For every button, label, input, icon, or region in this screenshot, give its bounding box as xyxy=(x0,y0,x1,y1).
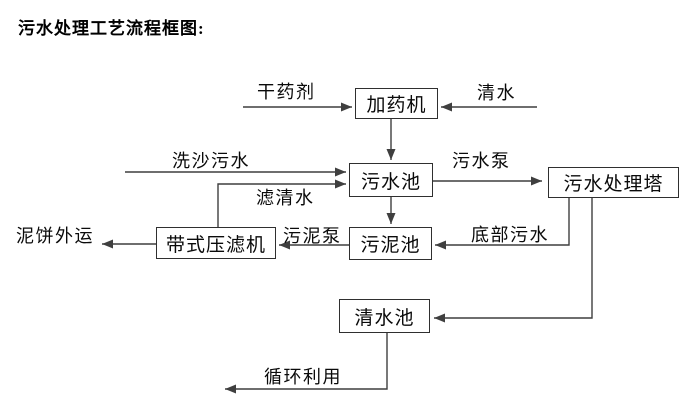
label-mud-cake-out: 泥饼外运 xyxy=(16,226,94,246)
label-clean-water: 清水 xyxy=(477,83,516,103)
label-bottom-sewage: 底部污水 xyxy=(471,225,549,245)
label-recycle: 循环利用 xyxy=(264,367,342,387)
label-sewage-pump: 污水泵 xyxy=(452,151,511,171)
node-belt-filter-press: 带式压滤机 xyxy=(156,227,276,259)
node-sewage-pool: 污水池 xyxy=(349,163,433,197)
node-sludge-pool: 污泥池 xyxy=(349,227,432,260)
flow-tower-to-clean-pool-arrow xyxy=(434,198,593,323)
node-dosing-machine: 加药机 xyxy=(355,88,438,119)
page-title: 污水处理工艺流程框图: xyxy=(18,19,205,38)
label-filtered-water: 滤清水 xyxy=(256,188,315,208)
node-clean-water-pool: 清水池 xyxy=(339,299,430,333)
label-sludge-pump: 污泥泵 xyxy=(283,226,342,246)
label-dry-agent: 干药剂 xyxy=(257,82,316,102)
label-sand-washing-sewage: 洗沙污水 xyxy=(172,151,250,171)
node-treatment-tower: 污水处理塔 xyxy=(548,167,679,198)
